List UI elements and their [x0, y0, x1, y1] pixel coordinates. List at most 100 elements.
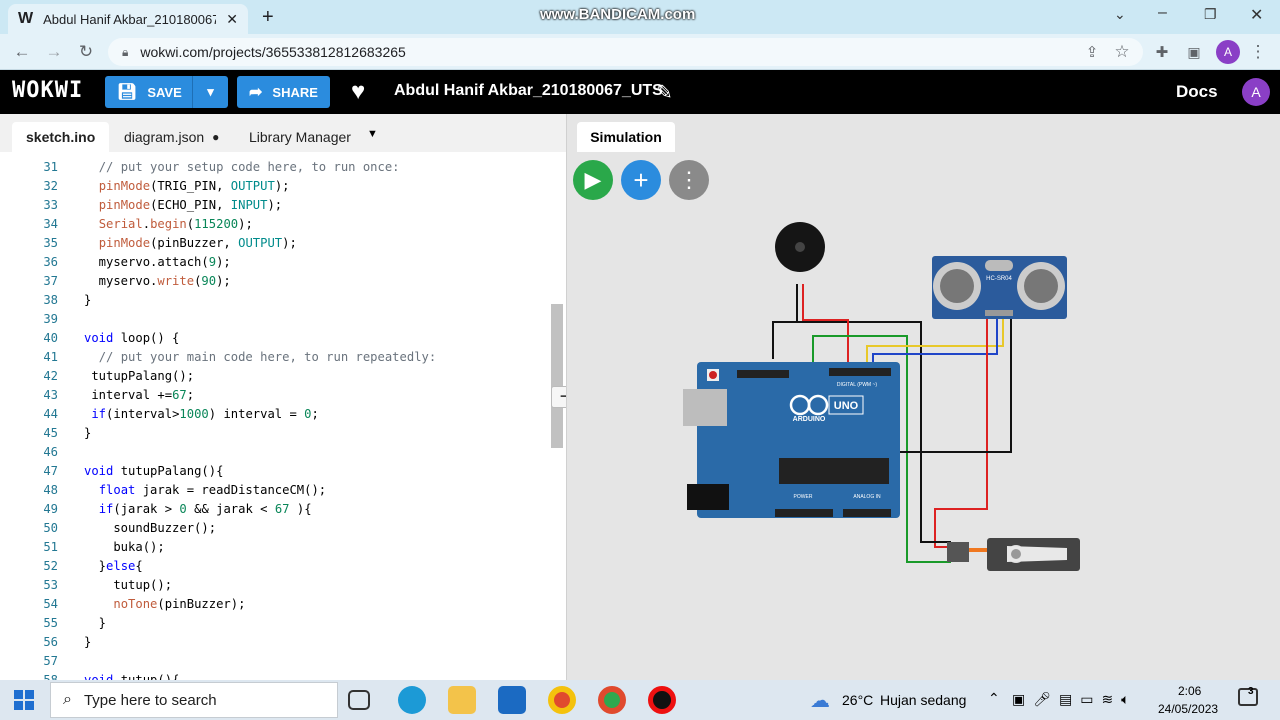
- code-text: soundBuzzer();: [84, 521, 217, 535]
- task-view-icon[interactable]: [348, 690, 370, 710]
- edit-pencil-icon[interactable]: ✎: [656, 82, 673, 104]
- browser-tab[interactable]: W Abdul Hanif Akbar_210180067_U ✕: [8, 4, 248, 34]
- code-text: pinMode(TRIG_PIN, OUTPUT);: [98, 179, 290, 193]
- browser-menu-icon[interactable]: ⋮: [1249, 42, 1267, 61]
- tray-icons[interactable]: ▣🎤︎▤▭≋🔈︎: [1012, 691, 1138, 707]
- code-line[interactable]: 50 soundBuzzer();: [0, 519, 550, 538]
- code-line[interactable]: 46: [0, 443, 550, 462]
- code-line[interactable]: 55 }: [0, 614, 550, 633]
- tab-library-manager[interactable]: Library Manager: [249, 129, 351, 145]
- code-line[interactable]: 35 pinMode(pinBuzzer, OUTPUT);: [0, 234, 550, 253]
- code-line[interactable]: 53 tutup();: [0, 576, 550, 595]
- line-number: 35: [43, 236, 58, 250]
- code-editor-panel: sketch.ino diagram.json ● Library Manage…: [0, 114, 579, 680]
- tabs-dropdown-icon[interactable]: ▼: [367, 128, 378, 140]
- code-text: myservo.write(90);: [84, 274, 231, 288]
- code-text: if(interval>1000) interval = 0;: [91, 407, 319, 421]
- tab-search-icon[interactable]: ⌄: [1114, 6, 1126, 22]
- chevron-down-icon[interactable]: ▾: [192, 76, 228, 108]
- code-line[interactable]: 36 myservo.attach(9);: [0, 253, 550, 272]
- file-explorer-icon[interactable]: [448, 686, 476, 714]
- weather-description[interactable]: Hujan sedang: [880, 692, 967, 708]
- reload-icon[interactable]: ↻: [78, 42, 94, 61]
- weather-temp[interactable]: 26°C: [842, 692, 874, 708]
- browser-profile-avatar[interactable]: A: [1216, 40, 1240, 64]
- code-line[interactable]: 48 float jarak = readDistanceCM();: [0, 481, 550, 500]
- wokwi-header: WOKWI 💾︎ SAVE ▾ ➦ SHARE ♥ Abdul Hanif Ak…: [0, 70, 1280, 114]
- line-number: 47: [43, 464, 58, 478]
- tab-diagram-json[interactable]: diagram.json ●: [124, 129, 220, 145]
- docs-link[interactable]: Docs: [1176, 82, 1218, 101]
- heart-icon[interactable]: ♥: [351, 78, 366, 105]
- code-line[interactable]: 51 buka();: [0, 538, 550, 557]
- clock-date[interactable]: 24/05/2023: [1158, 702, 1219, 716]
- notification-icon[interactable]: [1238, 688, 1258, 706]
- code-area[interactable]: 31 // put your setup code here, to run o…: [0, 154, 550, 680]
- line-number: 43: [43, 388, 58, 402]
- chrome-icon[interactable]: [548, 686, 576, 714]
- code-line[interactable]: 32 pinMode(TRIG_PIN, OUTPUT);: [0, 177, 550, 196]
- code-line[interactable]: 49 if(jarak > 0 && jarak < 67 ){: [0, 500, 550, 519]
- close-tab-icon[interactable]: ✕: [226, 10, 238, 27]
- code-line[interactable]: 37 myservo.write(90);: [0, 272, 550, 291]
- code-line[interactable]: 52 }else{: [0, 557, 550, 576]
- start-simulation-button[interactable]: ▶: [573, 160, 613, 200]
- code-text: }: [84, 616, 107, 630]
- code-line[interactable]: 57: [0, 652, 550, 671]
- bookmark-star-icon[interactable]: ☆: [1114, 42, 1130, 61]
- weather-icon[interactable]: ☁︎: [810, 690, 830, 712]
- circuit-canvas[interactable]: HC-SR04 DIGITAL (PWM ~) ARDUINO UNO POWE…: [567, 114, 1280, 680]
- code-text: noTone(pinBuzzer);: [113, 597, 246, 611]
- code-line[interactable]: 43 interval +=67;: [0, 386, 550, 405]
- back-icon[interactable]: ←: [13, 42, 31, 61]
- user-avatar[interactable]: A: [1242, 78, 1270, 106]
- taskbar-search-input[interactable]: ⌕ Type here to search: [50, 682, 338, 718]
- mail-icon[interactable]: [498, 686, 526, 714]
- code-line[interactable]: 38}: [0, 291, 550, 310]
- code-line[interactable]: 56}: [0, 633, 550, 652]
- code-line[interactable]: 44 if(interval>1000) interval = 0;: [0, 405, 550, 424]
- save-button[interactable]: 💾︎ SAVE ▾: [105, 76, 228, 108]
- code-line[interactable]: 33 pinMode(ECHO_PIN, INPUT);: [0, 196, 550, 215]
- forward-icon[interactable]: →: [45, 42, 63, 61]
- wire-black-servo-gnd: [920, 384, 951, 543]
- edge-browser-icon[interactable]: [398, 686, 426, 714]
- wokwi-logo[interactable]: WOKWI: [12, 78, 84, 103]
- line-number: 53: [43, 578, 58, 592]
- more-options-button[interactable]: ⋮: [669, 160, 709, 200]
- code-line[interactable]: 39: [0, 310, 550, 329]
- code-line[interactable]: 42 tutupPalang();: [0, 367, 550, 386]
- share-page-icon[interactable]: ⇪: [1085, 44, 1099, 61]
- code-line[interactable]: 34 Serial.begin(115200);: [0, 215, 550, 234]
- url-input[interactable]: 🔒︎ wokwi.com/projects/365533812812683265: [108, 38, 1143, 66]
- side-panel-icon[interactable]: ▣: [1187, 43, 1201, 60]
- windows-start-icon[interactable]: [14, 690, 34, 710]
- extensions-icon[interactable]: ✚: [1155, 44, 1169, 61]
- code-line[interactable]: 31 // put your setup code here, to run o…: [0, 158, 550, 177]
- code-text: }: [84, 635, 92, 649]
- line-number: 56: [43, 635, 58, 649]
- project-title[interactable]: Abdul Hanif Akbar_210180067_UTS: [394, 82, 663, 99]
- share-button[interactable]: ➦ SHARE: [237, 76, 330, 108]
- restore-window-icon[interactable]: ❐: [1204, 6, 1217, 22]
- tab-simulation[interactable]: Simulation: [577, 122, 675, 152]
- new-tab-button[interactable]: +: [262, 6, 274, 28]
- add-part-button[interactable]: +: [621, 160, 661, 200]
- close-window-icon[interactable]: ✕: [1250, 7, 1264, 24]
- share-button-label: SHARE: [272, 84, 318, 100]
- code-text: void tutup(){: [84, 673, 180, 680]
- board-brand: ARDUINO: [793, 416, 826, 423]
- code-line[interactable]: 45}: [0, 424, 550, 443]
- code-line[interactable]: 41 // put your main code here, to run re…: [0, 348, 550, 367]
- clock-time[interactable]: 2:06: [1178, 684, 1202, 698]
- code-line[interactable]: 54 noTone(pinBuzzer);: [0, 595, 550, 614]
- tab-sketch-ino[interactable]: sketch.ino: [12, 122, 110, 152]
- minimize-window-icon[interactable]: –: [1158, 4, 1167, 21]
- editor-scrollbar[interactable]: [551, 304, 563, 448]
- bandicam-record-icon[interactable]: [648, 686, 676, 714]
- tray-chevron-up-icon[interactable]: ⌃: [988, 690, 1000, 706]
- chrome-profile-icon[interactable]: [598, 686, 626, 714]
